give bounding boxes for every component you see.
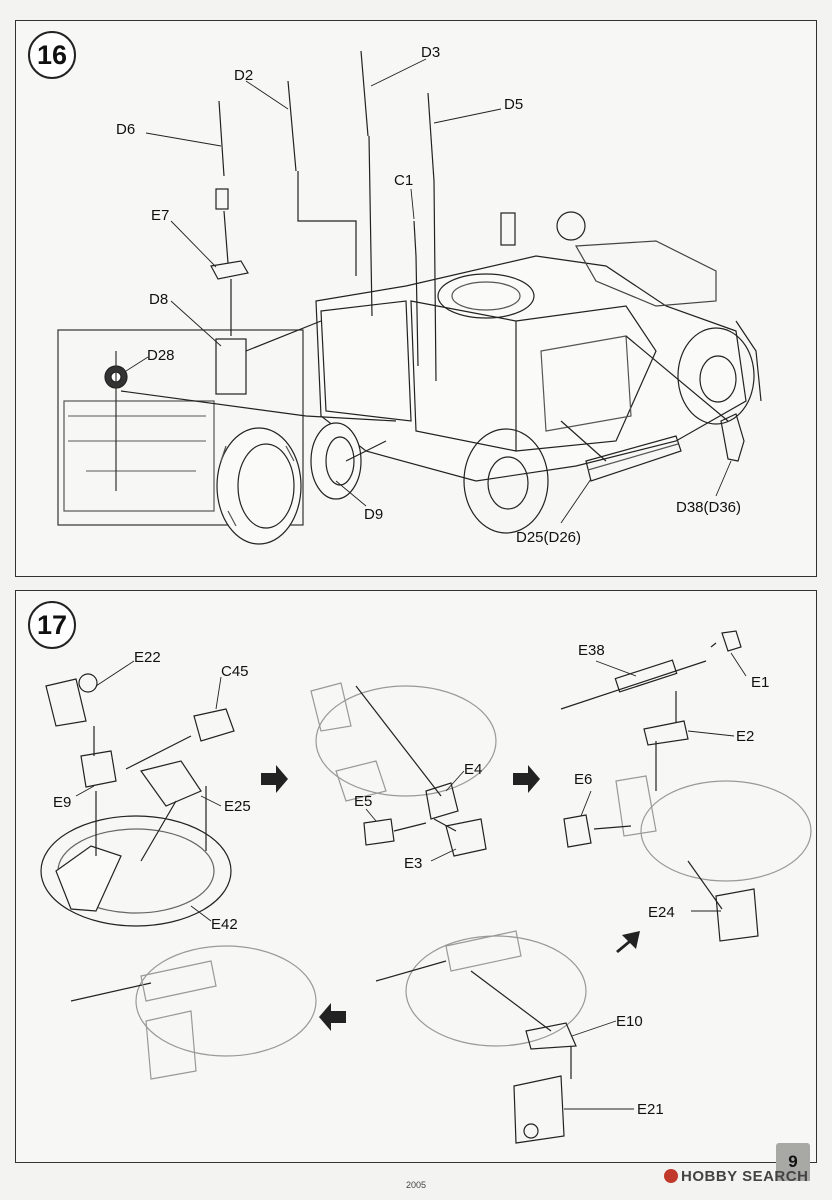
step-16-drawing [57, 50, 762, 545]
part-label-e3: E3 [404, 855, 423, 872]
part-label-e25: E25 [224, 798, 251, 815]
step-17-panel: 17 [15, 590, 817, 1163]
part-label-e38: E38 [578, 642, 605, 659]
watermark-logo-icon [664, 1169, 678, 1183]
step-17-drawing [40, 630, 812, 1144]
part-label-e21: E21 [637, 1101, 664, 1118]
part-label-e10: E10 [616, 1013, 643, 1030]
part-label-c45: C45 [221, 663, 249, 680]
part-label-e6: E6 [574, 771, 593, 788]
inset-box [57, 329, 304, 526]
part-label-d25: D25(D26) [516, 529, 582, 546]
part-label-d5: D5 [504, 96, 524, 113]
part-label-e1: E1 [751, 674, 770, 691]
part-label-d38: D38(D36) [676, 499, 742, 516]
part-label-e5: E5 [354, 793, 373, 810]
watermark-text: HOBBY SEARCH [681, 1168, 809, 1185]
part-label-e9: E9 [53, 794, 72, 811]
part-label-d9: D9 [364, 506, 384, 523]
part-label-d8: D8 [149, 291, 169, 308]
footer-code: 2005 [405, 1180, 427, 1190]
page-number: 9 [776, 1143, 810, 1181]
part-label-e24: E24 [648, 904, 675, 921]
part-label-d6: D6 [116, 121, 136, 138]
step-arrow [261, 765, 640, 1031]
watermark: HOBBY SEARCH [664, 1168, 808, 1185]
step-number: 17 [28, 601, 76, 649]
part-label-d2: D2 [234, 67, 254, 84]
part-label-c1: C1 [394, 172, 414, 189]
part-label-e2: E2 [736, 728, 755, 745]
part-label-e42: E42 [211, 916, 238, 933]
part-label-e7: E7 [151, 207, 170, 224]
part-label-e4: E4 [464, 761, 483, 778]
part-label-e22: E22 [134, 649, 161, 666]
step-number: 16 [28, 31, 76, 79]
part-label-d28: D28 [147, 347, 175, 364]
step-16-panel: 16 [15, 20, 817, 577]
part-label-d3: D3 [421, 44, 441, 61]
